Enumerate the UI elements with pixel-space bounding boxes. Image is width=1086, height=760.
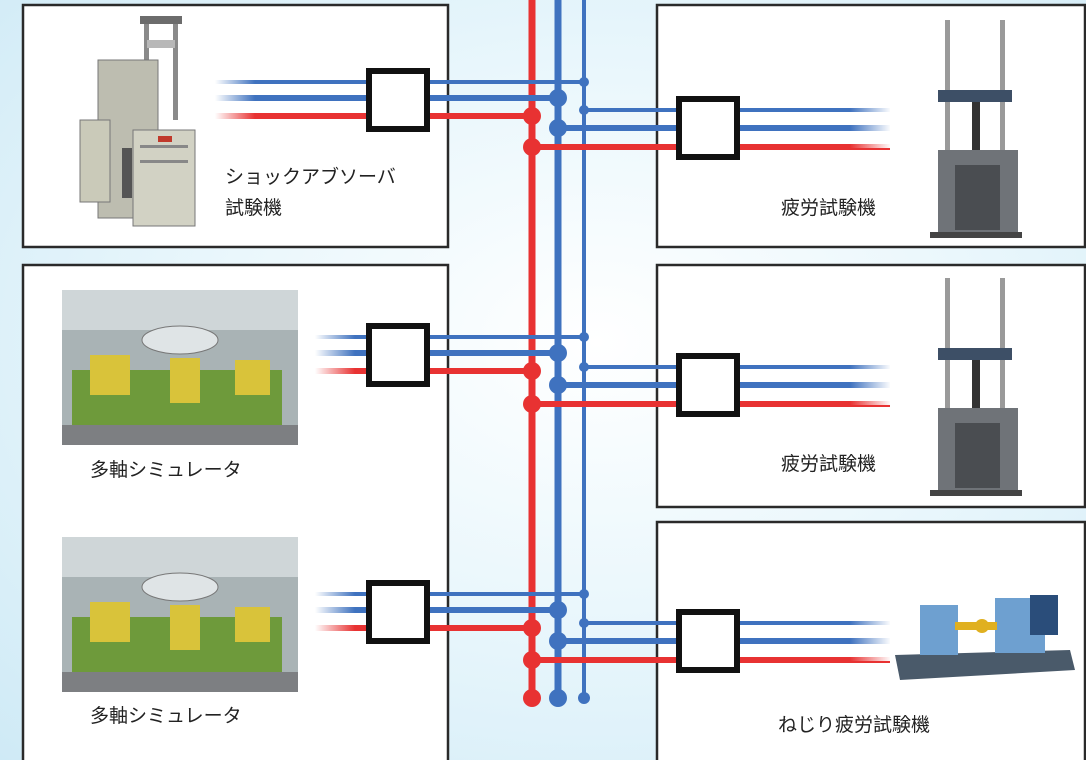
- supply-line-end: [523, 689, 541, 707]
- panel-label: 多軸シミュレータ: [90, 459, 242, 481]
- line-fade: [850, 104, 891, 148]
- fatigue-tester-image-2: [930, 278, 1022, 496]
- junction-node: [523, 362, 541, 380]
- junction-node: [579, 77, 589, 87]
- junction-node: [523, 395, 541, 413]
- panel-label: 多軸シミュレータ: [90, 705, 242, 727]
- fatigue-tester-image-1: [930, 20, 1022, 238]
- multi-axis-simulator-image-2: [62, 537, 298, 692]
- valve-box: [366, 580, 430, 644]
- junction-node: [549, 344, 567, 362]
- junction-node: [549, 119, 567, 137]
- drain-line-end: [578, 692, 590, 704]
- valve-box: [676, 96, 740, 160]
- junction-node: [523, 138, 541, 156]
- junction-node: [579, 589, 589, 599]
- panel-label: ショックアブソーバ 試験機: [225, 165, 402, 219]
- junction-node: [523, 651, 541, 669]
- junction-node: [579, 618, 589, 628]
- panel-label: 疲労試験機: [781, 197, 876, 219]
- panel-label: ねじり疲労試験機: [778, 714, 930, 736]
- line-fade: [315, 588, 355, 632]
- multi-axis-simulator-image-1: [62, 290, 298, 445]
- line-fade: [850, 617, 891, 661]
- junction-node: [523, 619, 541, 637]
- return-line-end: [549, 689, 567, 707]
- valve-box: [676, 353, 740, 417]
- junction-node: [579, 105, 589, 115]
- piping-network: [215, 0, 891, 707]
- line-fade: [215, 76, 255, 120]
- junction-node: [549, 376, 567, 394]
- torsion-fatigue-tester-image: [895, 595, 1075, 680]
- panel-label: 疲労試験機: [781, 453, 876, 475]
- shock-absorber-tester-image: [79, 16, 196, 227]
- junction-node: [523, 107, 541, 125]
- valve-box: [366, 323, 430, 387]
- junction-node: [579, 332, 589, 342]
- line-fade: [850, 361, 891, 405]
- valve-box: [366, 68, 430, 132]
- valve-box: [676, 609, 740, 673]
- junction-node: [549, 632, 567, 650]
- line-fade: [315, 331, 355, 375]
- junction-node: [579, 362, 589, 372]
- junction-node: [549, 89, 567, 107]
- junction-node: [549, 601, 567, 619]
